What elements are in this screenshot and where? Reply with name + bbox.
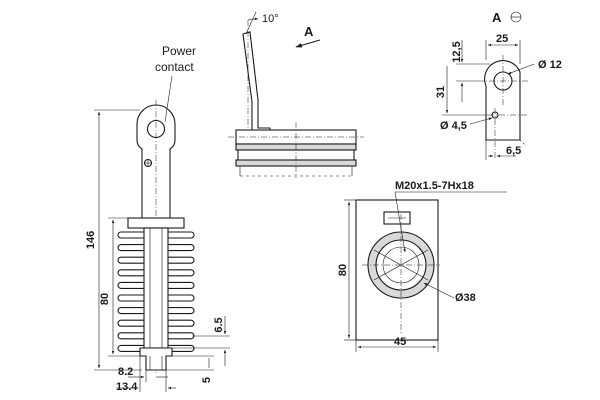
dim-8-2: 8.2 [118, 366, 133, 378]
view-a: A 25 Ø 12 12,5 31 Ø 4,5 [435, 10, 562, 160]
angle-label: 10° [262, 13, 279, 25]
side-view: 10° A [228, 11, 364, 178]
dim-d4-5: Ø 4,5 [440, 120, 467, 132]
power-contact-tab [136, 104, 176, 219]
power-contact-label-1: Power [162, 44, 196, 58]
dim-12-5: 12,5 [451, 41, 463, 62]
fin-right [165, 244, 195, 252]
dim-5: 5 [201, 377, 213, 383]
dim-25: 25 [496, 33, 508, 45]
fin-right [165, 231, 195, 239]
fin-right [165, 307, 195, 315]
fin-right [165, 281, 195, 289]
fin-left [117, 281, 147, 289]
dim-146: 146 [85, 231, 97, 249]
power-contact-label-2: contact [155, 60, 194, 74]
dim-6-5-tab: 6,5 [506, 145, 521, 157]
dim-d12: Ø 12 [538, 59, 562, 71]
front-view [117, 100, 195, 375]
fin-right [165, 294, 195, 302]
dim-d38: Ø38 [455, 292, 476, 304]
block-view: M20x1.5-7Hx18 Ø38 80 45 [337, 180, 507, 352]
power-contact-callout: Power contact [155, 44, 196, 123]
view-a-title: A [492, 10, 502, 25]
thread-callout: M20x1.5-7Hx18 [395, 180, 474, 192]
dimension-body-height: 80 [99, 217, 140, 357]
dimension-total-height: 146 [85, 109, 142, 371]
collar [127, 217, 185, 229]
dim-6-5: 6.5 [213, 317, 225, 332]
bottom-stem [139, 347, 173, 371]
fin-left [117, 307, 147, 315]
dimension-base-height: 5 [166, 355, 214, 383]
fin-left [117, 256, 147, 264]
view-marker-a: A [304, 24, 314, 39]
fin-left [117, 332, 147, 340]
fin-left [117, 319, 147, 327]
dim-80-body: 80 [99, 293, 111, 305]
fin-left [117, 269, 147, 277]
fin-right [165, 256, 195, 264]
dimension-bottom-widths: 8.2 13.4 [116, 356, 176, 393]
cooling-fins [117, 231, 195, 352]
fin-right [165, 332, 195, 340]
dim-80-block: 80 [337, 264, 349, 276]
dim-45: 45 [394, 336, 406, 348]
bent-tab [242, 31, 271, 135]
dimension-fin-pitch: 6.5 [172, 316, 230, 366]
fin-left [117, 294, 147, 302]
dim-13-4: 13.4 [116, 381, 138, 393]
fin-left [117, 231, 147, 239]
dim-31: 31 [435, 86, 447, 98]
fin-right [165, 319, 195, 327]
fin-left [117, 244, 147, 252]
core [143, 227, 169, 349]
fin-right [165, 269, 195, 277]
